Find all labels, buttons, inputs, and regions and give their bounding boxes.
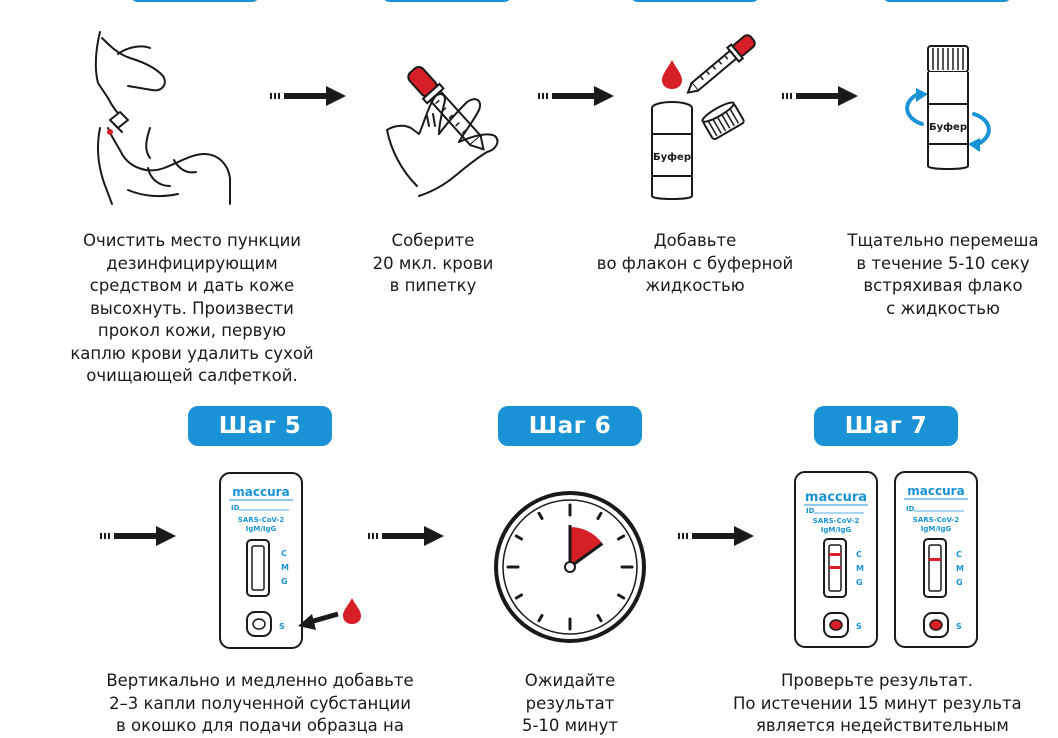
- step-7-badge: Шаг 7: [814, 406, 958, 446]
- test-cassette-icon: maccura ID SARS-CoV-2 IgM/IgG C M G S: [794, 471, 878, 648]
- mark-g: G: [956, 578, 963, 587]
- mark-c: C: [856, 550, 862, 559]
- cassette-brand: maccura: [907, 484, 964, 498]
- arrow-right-icon: [782, 86, 858, 106]
- step-2-badge-partial: [382, 0, 512, 2]
- step-7-caption: Проверьте результат. По истечении 15 мин…: [733, 671, 1022, 735]
- mark-c: C: [281, 549, 287, 558]
- sample-drop-arrow-icon: [298, 598, 361, 630]
- step-6-badge: Шаг 6: [498, 406, 642, 446]
- step-3-badge-partial: [630, 0, 760, 2]
- step-1-caption: Очистить место пункции дезинфицирующим с…: [70, 231, 314, 385]
- test-cassette-icon: maccura ID SARS-CoV-2 IgM/IgG C M G S: [894, 471, 978, 648]
- clock-tick: [616, 593, 626, 600]
- step-4-caption: Тщательно перемеша в течение 5-10 секу в…: [847, 231, 1039, 318]
- mark-g: G: [856, 578, 863, 587]
- control-line: [929, 558, 941, 561]
- clock-tick: [596, 613, 603, 623]
- rotate-arrows-icon: [905, 88, 991, 152]
- cassette-test-sub: IgM/IgG: [246, 525, 277, 533]
- cassette-id-label: ID: [231, 504, 240, 512]
- step-5-badge: Шаг 5: [188, 406, 332, 446]
- arrow-right-icon: [538, 86, 614, 106]
- hand-lancet-icon: [94, 31, 231, 205]
- blood-drop-icon: [662, 60, 682, 89]
- arrow-right-icon: [368, 526, 444, 546]
- cassette-id-label: ID: [906, 505, 915, 513]
- clock-tick: [537, 511, 544, 521]
- pipette-icon: [386, 65, 499, 197]
- igm-line: [829, 566, 841, 569]
- pipette-icon: [686, 34, 756, 94]
- clock-tick: [514, 534, 524, 541]
- mark-m: M: [856, 564, 864, 573]
- mark-s: S: [856, 622, 862, 631]
- clock-tick: [596, 511, 603, 521]
- clock-icon: [494, 491, 646, 643]
- vial-label: Буфер: [653, 151, 691, 163]
- cassette-test-name: SARS-CoV-2: [238, 516, 285, 524]
- step-3-caption: Добавьте во флакон с буферной жидкостью: [596, 231, 794, 295]
- cassette-test-name: SARS-CoV-2: [913, 516, 960, 524]
- mark-g: G: [281, 577, 288, 586]
- cassette-test-sub: IgM/IgG: [921, 525, 952, 533]
- cassette-brand: maccura: [805, 490, 867, 505]
- step-2-caption: Соберите 20 мкл. крови в пипетку: [372, 231, 494, 295]
- cassette-test-sub: IgM/IgG: [821, 526, 852, 534]
- step-6-caption: Ожидайте результат 5-10 минут: [521, 671, 619, 735]
- step-1-badge-partial: [130, 0, 260, 2]
- buffer-vial-icon: Буфер: [927, 45, 969, 170]
- buffer-vial-icon: Буфер: [651, 101, 693, 200]
- mark-m: M: [281, 563, 289, 572]
- clock-tick: [537, 613, 544, 623]
- mark-c: C: [956, 550, 962, 559]
- mark-s: S: [279, 622, 285, 631]
- mark-m: M: [956, 564, 964, 573]
- arrow-right-icon: [270, 86, 346, 106]
- arrow-right-icon: [100, 526, 176, 546]
- cassette-id-label: ID: [806, 507, 815, 515]
- cassette-brand: maccura: [232, 485, 289, 499]
- step-4-badge-partial: [882, 0, 1012, 2]
- clock-tick: [616, 534, 626, 541]
- vial-cap-icon: [701, 101, 745, 141]
- timer-sector: [570, 527, 603, 567]
- mark-s: S: [956, 622, 962, 631]
- step-5-caption: Вертикально и медленно добавьте 2–3 капл…: [106, 671, 414, 735]
- test-cassette-icon: maccura ID SARS-CoV-2 IgM/IgG C M G S: [219, 472, 303, 649]
- vial-label: Буфер: [929, 121, 967, 133]
- clock-tick: [514, 593, 524, 600]
- arrow-right-icon: [678, 526, 754, 546]
- control-line: [829, 553, 841, 556]
- cassette-test-name: SARS-CoV-2: [813, 517, 860, 525]
